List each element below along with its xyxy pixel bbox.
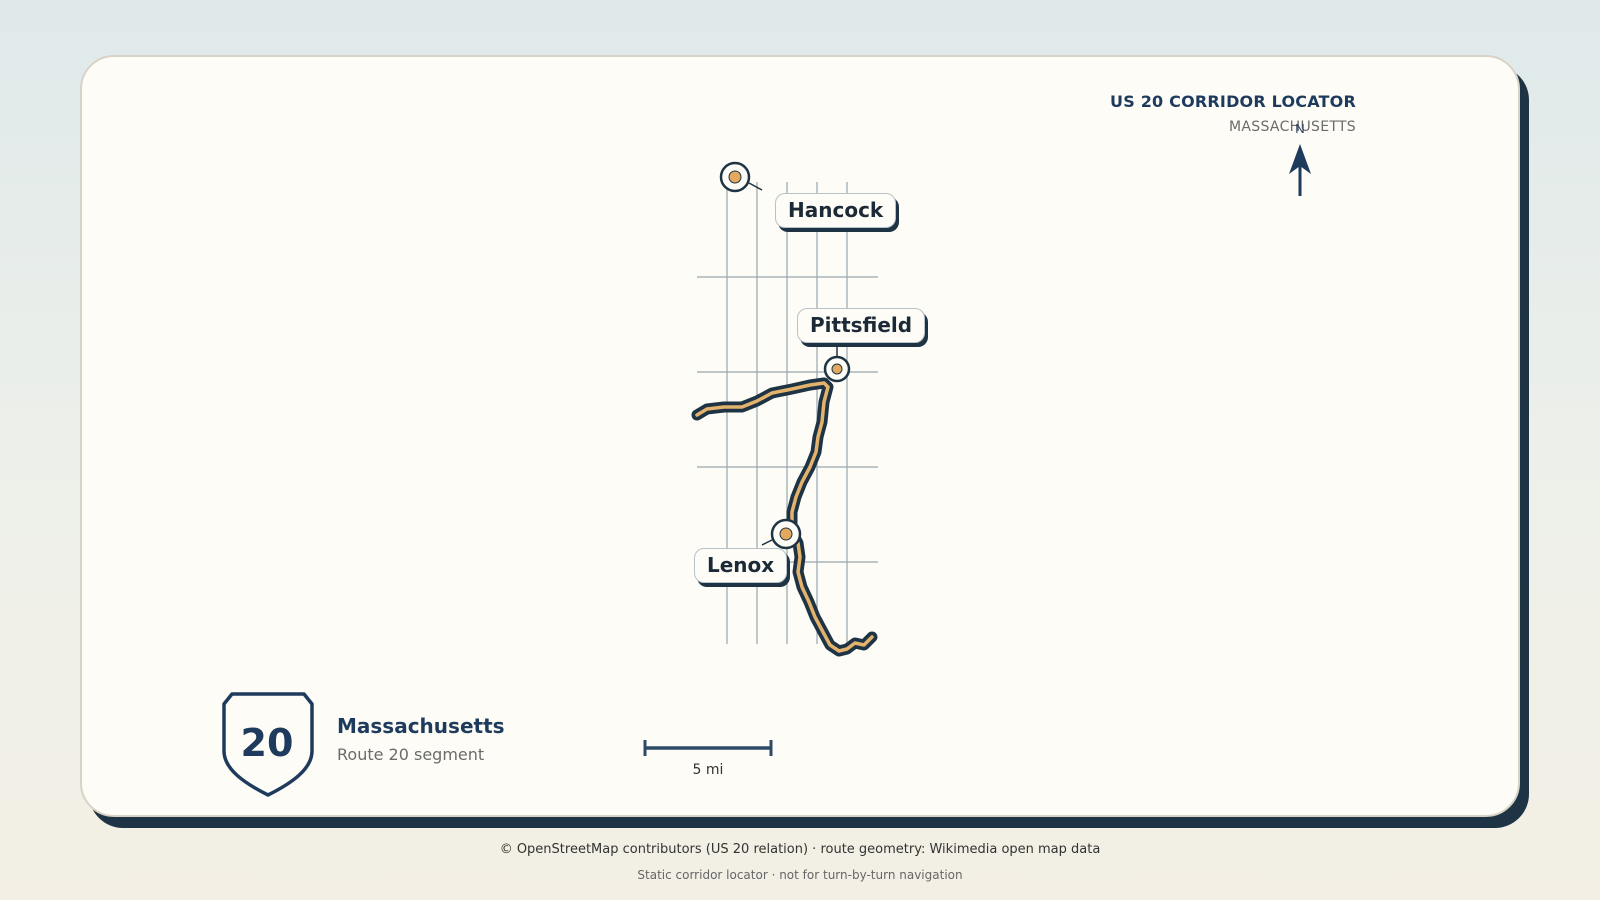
- marker-hancock[interactable]: [719, 161, 751, 193]
- attribution-credits: © OpenStreetMap contributors (US 20 rela…: [499, 842, 1101, 857]
- legend-state: Massachusetts: [337, 714, 505, 738]
- attribution-note: Static corridor locator · not for turn-b…: [637, 868, 963, 882]
- north-marker: N: [1295, 121, 1304, 136]
- legend-description: Route 20 segment: [337, 745, 485, 764]
- map-card: Hancock Pittsfield Lenox US 20 CORRIDOR …: [80, 55, 1520, 817]
- route-shield-icon: [222, 692, 314, 797]
- marker-lenox[interactable]: [770, 518, 802, 550]
- north-arrow-icon: N: [1289, 121, 1311, 196]
- locator-subtitle: MASSACHUSETTS: [1229, 119, 1356, 135]
- city-label-lenox[interactable]: Lenox: [694, 548, 788, 583]
- route-us20-outline: [691, 377, 878, 657]
- scale-bar: [643, 740, 773, 756]
- locator-title: US 20 CORRIDOR LOCATOR: [1110, 92, 1356, 111]
- route-us20-accent: [695, 381, 874, 653]
- scale-label: 5 mi: [692, 762, 724, 778]
- city-label-hancock[interactable]: Hancock: [775, 193, 897, 228]
- city-label-pittsfield[interactable]: Pittsfield: [797, 308, 926, 343]
- shield-number: 20: [240, 721, 294, 765]
- hancock-leader: [748, 182, 763, 191]
- marker-pittsfield[interactable]: [823, 355, 851, 383]
